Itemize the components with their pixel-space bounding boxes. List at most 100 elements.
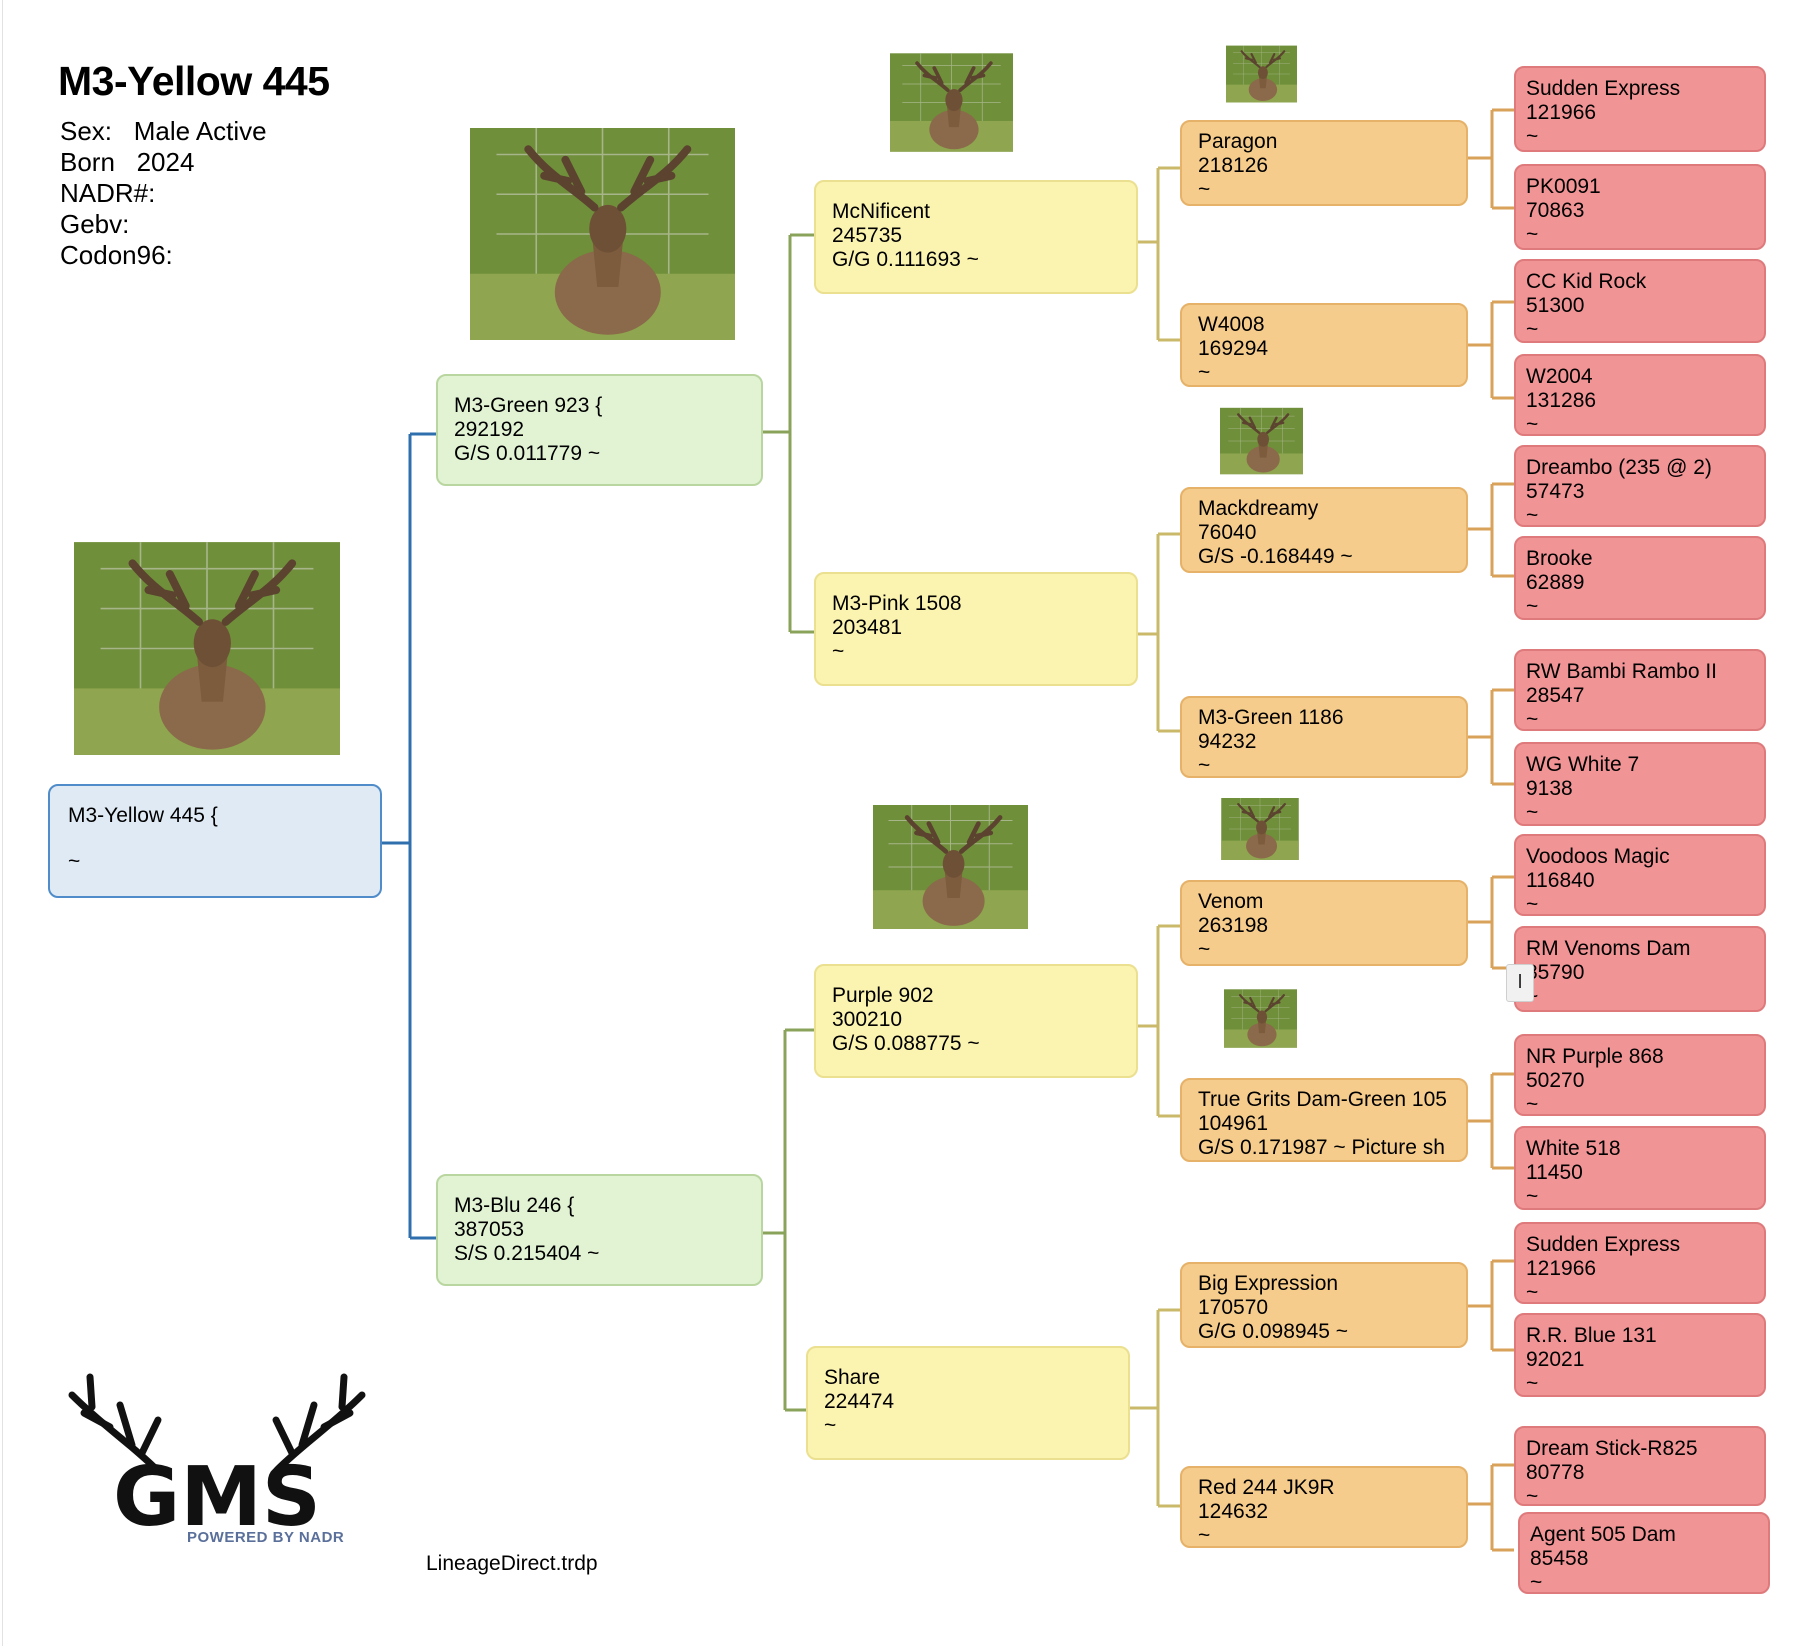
- pedigree-info: ~: [1526, 1372, 1539, 1395]
- antler-logo: GMS: [68, 1373, 366, 1545]
- great-grandparent-box[interactable]: M3-Green 1186 94232 ~: [1180, 696, 1468, 778]
- great-great-grandparent-box[interactable]: CC Kid Rock 51300 ~: [1514, 259, 1766, 343]
- pedigree-name: M3-Pink 1508: [832, 592, 962, 615]
- pedigree-id: 170570: [1198, 1296, 1269, 1319]
- pedigree-info: G/S 0.011779 ~: [454, 442, 601, 465]
- great-great-grandparent-box[interactable]: Voodoos Magic 116840 ~: [1514, 834, 1766, 916]
- great-great-grandparent-box[interactable]: Brooke 62889 ~: [1514, 536, 1766, 620]
- pedigree-info: S/S 0.215404 ~: [454, 1242, 600, 1265]
- pedigree-name: Venom: [1198, 890, 1264, 913]
- great-grandparent-box[interactable]: True Grits Dam-Green 105 104961 G/S 0.17…: [1180, 1078, 1468, 1162]
- pedigree-id: 263198: [1198, 914, 1269, 937]
- pedigree-id: 76040: [1198, 521, 1257, 544]
- pedigree-info: ~: [1526, 1485, 1539, 1508]
- pedigree-info: ~: [1526, 1093, 1539, 1116]
- pedigree-name: Brooke: [1526, 547, 1593, 570]
- pedigree-info: G/S 0.171987 ~ Picture sh: [1198, 1136, 1445, 1159]
- subject-box[interactable]: M3-Yellow 445 { ~: [48, 784, 382, 898]
- subject-info: ~: [68, 850, 81, 873]
- pedigree-info: G/S 0.088775 ~: [832, 1032, 980, 1055]
- pedigree-info: ~: [1526, 413, 1539, 436]
- deer-photo: [1220, 403, 1303, 479]
- great-great-grandparent-box[interactable]: RW Bambi Rambo II 28547 ~: [1514, 649, 1766, 731]
- pedigree-info: ~: [1526, 125, 1539, 148]
- grandparent-box[interactable]: Purple 902 300210 G/S 0.088775 ~: [814, 964, 1138, 1078]
- great-grandparent-box[interactable]: Venom 263198 ~: [1180, 880, 1468, 966]
- great-great-grandparent-box[interactable]: PK0091 70863 ~: [1514, 164, 1766, 250]
- great-great-grandparent-box[interactable]: Dream Stick-R825 80778 ~: [1514, 1426, 1766, 1508]
- great-grandparent-box[interactable]: Red 244 JK9R 124632 ~: [1180, 1466, 1468, 1548]
- born-line: Born 2024: [60, 147, 195, 177]
- great-great-grandparent-box[interactable]: Dreambo (235 @ 2) 57473 ~: [1514, 445, 1766, 527]
- pedigree-info: ~: [1526, 223, 1539, 246]
- great-grandparent-box[interactable]: Paragon 218126 ~: [1180, 120, 1468, 206]
- pedigree-id: 300210: [832, 1008, 903, 1031]
- pedigree-id: 124632: [1198, 1500, 1269, 1523]
- pedigree-info: ~: [1526, 318, 1539, 341]
- grandparent-box[interactable]: M3-Pink 1508 203481 ~: [814, 572, 1138, 686]
- pedigree-name: Sudden Express: [1526, 1233, 1681, 1256]
- codon-line: Codon96:: [60, 240, 173, 270]
- pedigree-id: 116840: [1526, 869, 1595, 892]
- pedigree-info: G/G 0.098945 ~: [1198, 1320, 1349, 1343]
- pedigree-name: McNificent: [832, 200, 931, 223]
- deer-photo: [470, 128, 735, 340]
- pedigree-id: 387053: [454, 1218, 525, 1241]
- pedigree-name: M3-Green 923 {: [454, 394, 603, 417]
- pedigree-name: RM Venoms Dam: [1526, 937, 1691, 960]
- pedigree-id: 11450: [1526, 1161, 1583, 1184]
- pedigree-info: ~: [1526, 801, 1539, 824]
- pedigree-info: ~: [1530, 1571, 1543, 1594]
- pedigree-info: ~: [1198, 361, 1211, 384]
- pedigree-name: M3-Green 1186: [1198, 706, 1344, 729]
- pedigree-id: 169294: [1198, 337, 1269, 360]
- great-great-grandparent-box[interactable]: Agent 505 Dam 85458 ~: [1518, 1512, 1770, 1594]
- pedigree-info: G/S -0.168449 ~: [1198, 545, 1353, 568]
- pedigree-name: Voodoos Magic: [1526, 845, 1670, 868]
- pedigree-name: M3-Blu 246 {: [454, 1194, 575, 1217]
- pedigree-info: ~: [1526, 985, 1754, 1009]
- page-title: M3-Yellow 445: [58, 58, 330, 104]
- great-great-grandparent-box[interactable]: RM Venoms Dam 85790 ~: [1514, 926, 1766, 1012]
- pedigree-info: ~: [1526, 1185, 1539, 1208]
- great-great-grandparent-box[interactable]: NR Purple 868 50270 ~: [1514, 1034, 1766, 1116]
- pedigree-info: ~: [1526, 504, 1539, 527]
- parent-dam-box[interactable]: M3-Blu 246 { 387053 S/S 0.215404 ~: [436, 1174, 763, 1286]
- deer-photo: [864, 805, 1037, 929]
- pedigree-name: Big Expression: [1198, 1272, 1339, 1295]
- pedigree-info: ~: [832, 640, 845, 663]
- pedigree-id: 62889: [1526, 571, 1585, 594]
- pedigree-info: G/G 0.111693 ~: [832, 248, 979, 271]
- great-great-grandparent-box[interactable]: W2004 131286 ~: [1514, 354, 1766, 436]
- pedigree-id: 80778: [1526, 1461, 1585, 1484]
- great-grandparent-box[interactable]: Mackdreamy 76040 G/S -0.168449 ~: [1180, 487, 1468, 573]
- pedigree-name: Dreambo (235 @ 2): [1526, 456, 1712, 479]
- pedigree-name: Sudden Express: [1526, 77, 1681, 100]
- great-great-grandparent-box[interactable]: Sudden Express 121966 ~: [1514, 1222, 1766, 1304]
- great-great-grandparent-box[interactable]: WG White 7 9138 ~: [1514, 742, 1766, 826]
- gms-logo: GMS POWERED BY NADR: [62, 1365, 372, 1546]
- pedigree-id: 218126: [1198, 154, 1269, 177]
- pedigree-id: 131286: [1526, 389, 1597, 412]
- pedigree-id: 92021: [1526, 1348, 1585, 1371]
- great-great-grandparent-box[interactable]: Sudden Express 121966 ~: [1514, 66, 1766, 152]
- pedigree-info: ~: [1526, 708, 1539, 731]
- great-grandparent-box[interactable]: W4008 169294 ~: [1180, 303, 1468, 387]
- great-grandparent-box[interactable]: Big Expression 170570 G/G 0.098945 ~: [1180, 1262, 1468, 1348]
- great-great-grandparent-box[interactable]: R.R. Blue 131 92021 ~: [1514, 1313, 1766, 1397]
- nadr-line: NADR#:: [60, 178, 156, 208]
- page-edge: [2, 0, 3, 1646]
- great-great-grandparent-box[interactable]: White 518 11450 ~: [1514, 1126, 1766, 1210]
- pedigree-name: Dream Stick-R825: [1526, 1437, 1698, 1460]
- parent-sire-box[interactable]: M3-Green 923 { 292192 G/S 0.011779 ~: [436, 374, 763, 486]
- deer-photo: [1211, 798, 1309, 860]
- grandparent-box[interactable]: McNificent 245735 G/G 0.111693 ~: [814, 180, 1138, 294]
- grandparent-box[interactable]: Share 224474 ~: [806, 1346, 1130, 1460]
- pedigree-id: 57473: [1526, 480, 1585, 503]
- pedigree-info: ~: [1198, 1524, 1211, 1547]
- pedigree-name: Purple 902: [832, 984, 934, 1007]
- pedigree-name: WG White 7: [1526, 753, 1640, 776]
- pedigree-id: 292192: [454, 418, 525, 441]
- pedigree-name: RW Bambi Rambo II: [1526, 660, 1717, 683]
- pedigree-id: 50270: [1526, 1069, 1585, 1092]
